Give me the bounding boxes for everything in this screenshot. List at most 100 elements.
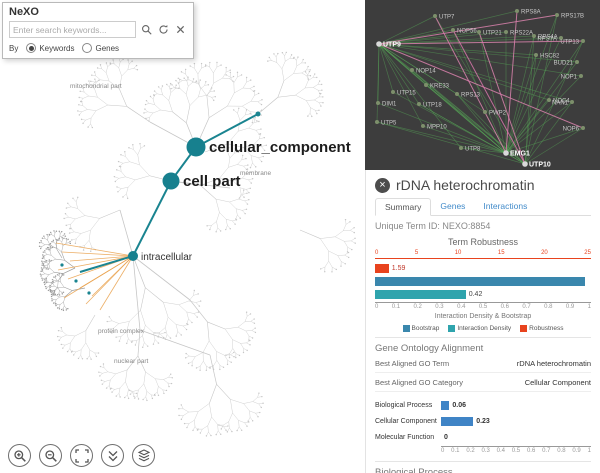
reset-icon[interactable] xyxy=(156,23,170,37)
network-node-NOP56[interactable]: NOP56 xyxy=(451,28,477,35)
network-node-HSC82[interactable]: HSC82 xyxy=(534,53,560,60)
network-node-label: RPS8A xyxy=(521,10,541,16)
network-node-UTP21[interactable]: UTP21 xyxy=(477,30,502,37)
network-node-RPS13[interactable]: RPS13 xyxy=(455,92,481,99)
fit-to-screen-button[interactable] xyxy=(70,444,93,467)
tree-node-cellular-component[interactable] xyxy=(186,137,206,157)
label-intracellular: intracellular xyxy=(141,252,193,263)
bar-value-label: 0.42 xyxy=(468,290,483,298)
network-node-label: RPS13 xyxy=(461,93,481,99)
tree-node-small[interactable] xyxy=(255,111,261,117)
zoom-in-button[interactable] xyxy=(8,444,31,467)
term-title: rDNA heterochromatin xyxy=(396,177,535,193)
axis-tick: 0 xyxy=(375,304,379,310)
axis-tick: 0 xyxy=(441,448,445,454)
network-node-label: BUD21 xyxy=(554,61,574,67)
axis-tick: 25 xyxy=(584,250,591,256)
radio-genes-label: Genes xyxy=(95,43,120,53)
axis-tick: 0.2 xyxy=(466,448,475,454)
network-node-UTP15[interactable]: UTP15 xyxy=(391,90,416,97)
details-tabs: Summary Genes Interactions xyxy=(375,198,591,216)
bar-value-label: 1.59 xyxy=(391,264,406,272)
go-category-label: Best Aligned GO Category xyxy=(375,378,463,387)
network-node-UTP10[interactable]: UTP10 xyxy=(522,161,551,169)
clear-icon[interactable] xyxy=(173,23,187,37)
network-node-KRE33[interactable]: KRE33 xyxy=(424,83,450,90)
network-node-label: PWP2 xyxy=(489,111,507,117)
selected-path-edge xyxy=(79,113,259,273)
legend-item: Interaction Density xyxy=(448,325,511,332)
ontology-tree-panel[interactable]: cellular_component cell part intracellul… xyxy=(0,0,365,473)
legend-label: Interaction Density xyxy=(457,325,512,332)
radio-keywords-dot[interactable] xyxy=(26,43,37,53)
network-node-UTP5[interactable]: UTP5 xyxy=(375,120,397,127)
network-node-BUD21[interactable]: BUD21 xyxy=(554,60,579,67)
network-node-label: NOP1 xyxy=(561,75,578,81)
tab-genes[interactable]: Genes xyxy=(440,201,466,211)
go-chart-category: Cellular Component xyxy=(375,417,437,425)
network-node-RPS8A[interactable]: RPS8A xyxy=(515,9,541,16)
bar xyxy=(375,263,389,273)
network-node-label: DIM1 xyxy=(382,102,397,108)
label-mitochondrial-part: mitochondrial part xyxy=(70,83,122,90)
network-node-NOP14[interactable]: NOP14 xyxy=(410,68,436,75)
search-input[interactable] xyxy=(9,21,136,38)
zoom-out-button[interactable] xyxy=(39,444,62,467)
close-icon[interactable]: × xyxy=(375,177,390,193)
legend-label: Bootstrap xyxy=(411,325,440,332)
legend-swatch xyxy=(520,325,528,332)
tree-node-cell-part[interactable] xyxy=(162,172,180,190)
axis-tick: 0.5 xyxy=(478,304,488,310)
axis-tick: 15 xyxy=(497,250,505,256)
tab-summary[interactable]: Summary xyxy=(375,198,432,216)
tab-interactions[interactable]: Interactions xyxy=(483,201,528,211)
ontology-tree-canvas[interactable]: cellular_component cell part intracellul… xyxy=(0,0,365,473)
network-node-label: UTP13 xyxy=(560,40,579,46)
tree-branches xyxy=(38,51,356,437)
network-node-label: NOP14 xyxy=(416,69,436,75)
collapse-button[interactable] xyxy=(101,444,124,467)
network-node-UTP9[interactable]: UTP9 xyxy=(376,41,401,49)
tree-node-dot xyxy=(60,263,64,267)
network-node-EMG1[interactable]: EMG1 xyxy=(503,150,530,158)
network-node-label: UTP10 xyxy=(529,162,551,169)
network-node-label: EMG1 xyxy=(510,151,530,158)
tree-node-intracellular[interactable] xyxy=(128,251,138,261)
axis-tick: 0.1 xyxy=(391,304,401,310)
network-node-RPS17B[interactable]: RPS17B xyxy=(555,13,584,20)
network-node-RPS7A[interactable]: RPS7A xyxy=(537,36,563,43)
network-node-RPS22A[interactable]: RPS22A xyxy=(504,30,533,37)
axis-tick: 0.4 xyxy=(457,304,466,310)
network-node-label: RPS4A xyxy=(538,35,558,41)
highlighted-term-edges xyxy=(55,242,134,311)
network-node-NOP6[interactable]: NOP6 xyxy=(563,126,585,133)
network-node-PWP2[interactable]: PWP2 xyxy=(483,110,507,117)
network-node-UTP13[interactable]: UTP13 xyxy=(560,39,585,46)
search-icon[interactable] xyxy=(139,23,153,37)
label-nuclear-part: nuclear part xyxy=(114,358,149,365)
network-node-MPP10[interactable]: MPP10 xyxy=(421,124,447,131)
search-widget: NeXO By Keywords xyxy=(2,2,194,59)
axis-tick: 0.9 xyxy=(565,304,575,310)
network-node-NAN1[interactable]: NAN1 xyxy=(552,100,574,107)
bottom-axis-line xyxy=(375,302,591,303)
network-node-UTP18[interactable]: UTP18 xyxy=(417,102,442,109)
network-node-label: NOP56 xyxy=(457,29,477,35)
layers-button[interactable] xyxy=(132,444,155,467)
legend-swatch xyxy=(448,325,456,332)
network-node-RPS4A[interactable]: RPS4A xyxy=(532,34,558,41)
network-node-DIM1[interactable]: DIM1 xyxy=(376,101,397,108)
network-node-UTP8[interactable]: UTP8 xyxy=(459,146,481,153)
radio-genes-dot[interactable] xyxy=(82,43,93,53)
network-node-UTP7[interactable]: UTP7 xyxy=(433,14,455,21)
radio-genes[interactable]: Genes xyxy=(82,43,119,53)
network-node-NOC4[interactable]: NOC4 xyxy=(547,98,570,105)
radio-keywords[interactable]: Keywords xyxy=(26,43,74,53)
network-node-NOP1[interactable]: NOP1 xyxy=(561,74,583,81)
